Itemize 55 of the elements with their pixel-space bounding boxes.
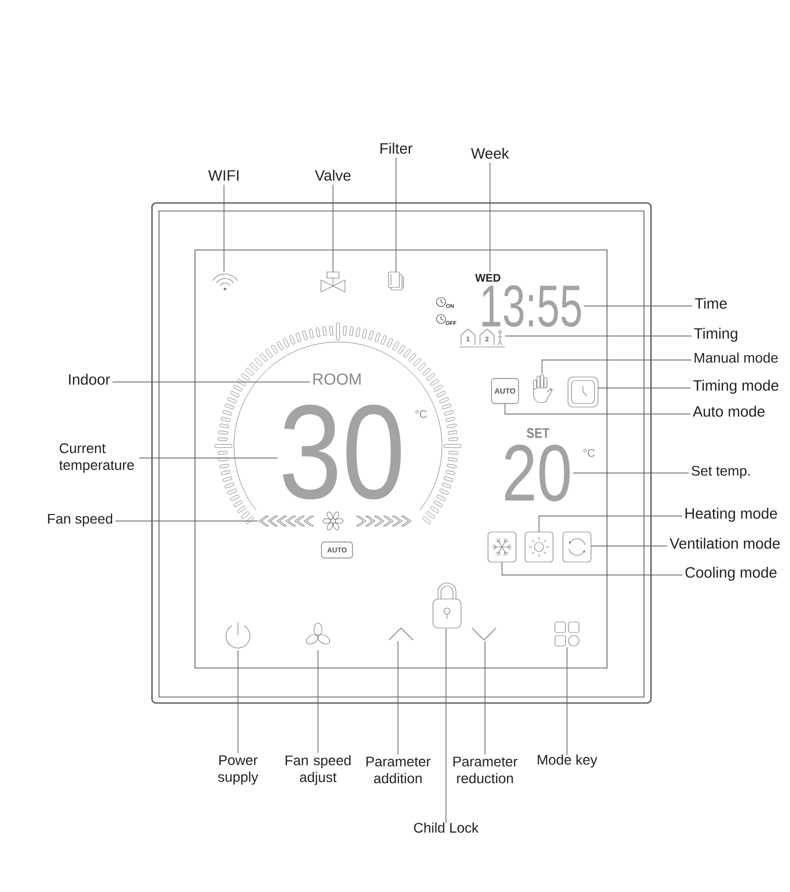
fan-icon bbox=[306, 622, 330, 644]
cycle-icon bbox=[562, 532, 592, 562]
clock-icon bbox=[568, 376, 598, 408]
callout-label: Timing mode bbox=[693, 380, 778, 394]
callout-label: Valve bbox=[314, 170, 351, 181]
sun-icon bbox=[524, 532, 554, 562]
callout-label: Heating mode bbox=[686, 508, 777, 522]
callout-label: Set temp. bbox=[692, 466, 750, 478]
valve-icon bbox=[320, 272, 346, 292]
leader-line bbox=[332, 184, 334, 272]
filter-icon bbox=[388, 272, 404, 290]
time-display: 13:55 bbox=[482, 285, 581, 327]
callout-label: Parameter addition bbox=[366, 756, 430, 784]
callout-label: Week bbox=[471, 148, 510, 159]
leader-line bbox=[504, 404, 691, 414]
day-label: WED bbox=[475, 274, 500, 282]
callout-label: Indoor bbox=[69, 374, 110, 385]
fan-speed-bar bbox=[258, 512, 412, 530]
snowflake-icon bbox=[488, 532, 516, 562]
leader-line bbox=[484, 640, 486, 755]
callout-label: Mode key bbox=[538, 754, 598, 768]
callout-label: Power supply bbox=[218, 755, 258, 785]
leader-line bbox=[502, 562, 683, 576]
chevron-down-icon bbox=[472, 628, 496, 640]
leader-line bbox=[566, 646, 568, 756]
house-icon bbox=[458, 328, 506, 348]
callout-label: Current temperature bbox=[59, 443, 134, 473]
callout-label: Manual mode bbox=[694, 352, 778, 363]
callout-label: Fan speed bbox=[48, 513, 112, 526]
hand-icon bbox=[533, 374, 554, 403]
unit-label: °C bbox=[415, 410, 427, 418]
power-icon bbox=[226, 622, 250, 648]
callout-label: WIFI bbox=[208, 170, 238, 181]
wifi-icon bbox=[212, 274, 238, 290]
callout-label: Filter bbox=[380, 142, 412, 154]
callout-label: Child Lock bbox=[414, 822, 479, 833]
temperature-display: 20 bbox=[505, 444, 570, 502]
callout-label: Ventilation mode bbox=[670, 538, 780, 549]
room-label: ROOM bbox=[313, 373, 361, 385]
leader-line bbox=[573, 472, 690, 474]
callout-label: Auto mode bbox=[692, 406, 765, 417]
callout-label: Fan speed adjust bbox=[286, 755, 351, 785]
leader-line bbox=[114, 520, 258, 522]
leader-line bbox=[542, 360, 692, 374]
leader-line bbox=[538, 516, 682, 532]
callout-label: Parameter reduction bbox=[453, 756, 518, 784]
unit-label: °C bbox=[583, 449, 595, 457]
temperature-display: 30 bbox=[283, 404, 401, 500]
callout-label: Time bbox=[694, 298, 727, 309]
lock-icon bbox=[432, 582, 462, 628]
callout-label: Cooling mode bbox=[685, 566, 777, 581]
set-label: SET bbox=[526, 428, 550, 438]
grid-icon bbox=[554, 622, 580, 646]
chevron-up-icon bbox=[388, 628, 414, 640]
callout-label: Timing bbox=[694, 328, 738, 342]
